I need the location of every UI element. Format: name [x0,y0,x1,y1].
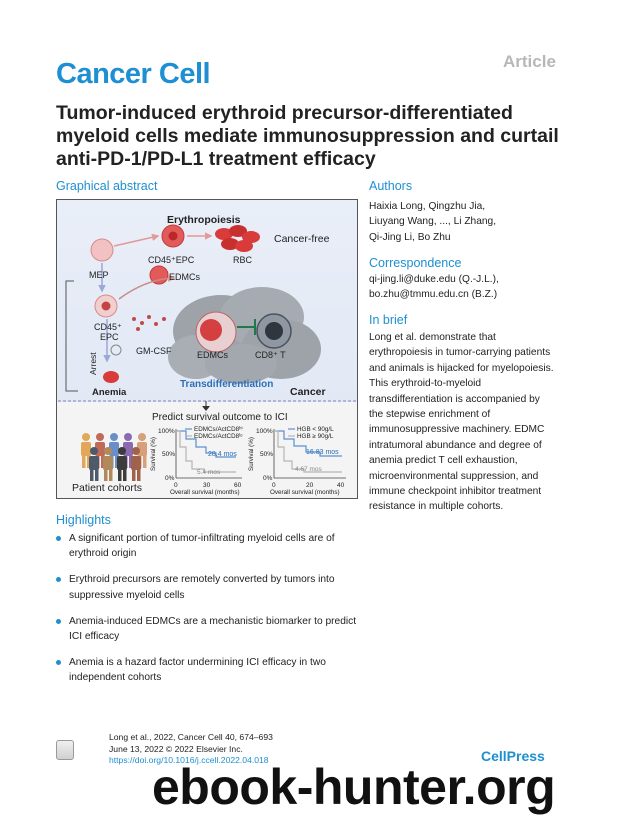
patient-cohorts-label: Patient cohorts [72,482,142,494]
check-for-updates-icon[interactable] [56,740,74,760]
highlight-item: Erythroid precursors are remotely conver… [56,572,366,602]
cd45-epc-label: CD45⁺EPC [148,255,195,265]
journal-title: Cancer Cell [56,58,211,90]
in-brief-line: erythropoiesis in tumor-carrying patient… [369,347,551,359]
in-brief-line: immunosuppressive machinery. EDMC [369,424,545,436]
plot1-median-1: 28.4 mos [208,451,237,458]
survival-plot-1: 100% 50% 0% 0 30 60 Overall survival (mo… [150,425,243,496]
in-brief-line: transdifferentiation is accompanied by [369,393,540,405]
plot2-xtick-20: 20 [306,482,314,489]
plot2-ytick-100: 100% [256,428,273,435]
edmcs-bottom-label: EDMCs [197,350,228,360]
cancer-free-label: Cancer-free [274,233,330,245]
arrest-clock-icon [110,344,122,356]
authors-line: Qi-Jing Li, Bo Zhu [369,231,451,243]
plot1-legend-2: EDMCs/ActCD8ˡᵒ [194,433,243,440]
paper-title: Tumor-induced erythroid precursor-differ… [56,102,559,170]
citation-date: June 13, 2022 © 2022 Elsevier Inc. [109,743,243,754]
plot2-legend-1: HGB < 90g/L [297,426,334,433]
highlights-heading: Highlights [56,513,111,527]
in-brief-line: immune checkpoint inhibitor treatment [369,486,542,498]
correspondence-email[interactable]: bo.zhu@tmmu.edu.cn (B.Z.) [369,289,498,301]
cancer-label: Cancer [290,386,326,398]
plot1-ylabel: Survival (%) [150,437,157,471]
cd45-left-label-2: EPC [100,332,119,342]
highlight-item: Anemia-induced EDMCs are a mechanistic b… [56,614,366,644]
plot1-xtick-30: 30 [203,482,211,489]
predict-label: Predict survival outcome to ICI [152,412,288,423]
citation-line: Long et al., 2022, Cancer Cell 40, 674–6… [109,732,273,742]
erythropoiesis-label: Erythropoiesis [167,214,241,226]
edmcs-top-label: EDMCs [169,272,200,282]
plot1-xtick-60: 60 [234,482,242,489]
in-brief-text: Long et al. demonstrate that erythropoie… [369,330,569,515]
in-brief-line: This erythroid-to-myeloid [369,378,482,390]
graphical-abstract-figure: Erythropoiesis Cancer-free CD45⁺EPC RBC … [58,214,356,496]
plot2-xtick-0: 0 [272,482,276,489]
feedback-arrow [65,280,78,392]
highlights-list: A significant portion of tumor-infiltrat… [56,531,366,697]
plot1-curve-high [176,430,236,458]
plot2-median-1: 16.83 mos [306,449,339,456]
plot1-xtick-0: 0 [174,482,178,489]
plot2-curve-high [274,430,342,457]
plot2-xtick-40: 40 [337,482,345,489]
correspondence-email[interactable]: qi-jing.li@duke.edu (Q.-J.L.), [369,274,499,285]
mep-cell-icon [90,238,114,262]
arrest-label: Arrest [88,352,98,375]
plot2-ylabel: Survival (%) [248,437,255,471]
in-brief-line: anemia predict T cell exhaustion, [369,455,518,467]
plot1-ytick-50: 50% [162,451,175,458]
in-brief-line: microenvironmental suppression, and [369,470,539,482]
highlight-item: A significant portion of tumor-infiltrat… [56,531,366,561]
in-brief-line: the stepwise enrichment of [369,409,491,421]
plot1-xlabel: Overall survival (months) [170,489,240,496]
cd8-t-label: CD8⁺ T [255,350,286,360]
in-brief-line: intratumoral abundance and degree of [369,439,542,451]
anemia-cell-icon [103,371,119,383]
authors-line: Haixia Long, Qingzhu Jia, [369,201,486,212]
citation-doi-link[interactable]: https://doi.org/10.1016/j.ccell.2022.04.… [109,755,269,766]
graphical-abstract-heading: Graphical abstract [56,179,158,193]
plot2-xlabel: Overall survival (months) [270,489,340,496]
cellpress-logo: CellPress [481,748,545,764]
plot1-ytick-0: 0% [165,475,175,482]
mep-label: MEP [89,270,109,280]
transdifferentiation-label: Transdifferentiation [180,379,273,390]
gm-csf-label: GM-CSF [136,346,172,356]
highlight-item: Anemia is a hazard factor undermining IC… [56,655,366,685]
plot1-curve-low [176,430,236,473]
cd45-left-label-1: CD45⁺ [94,322,122,332]
authors-heading: Authors [369,179,413,193]
rbc-label: RBC [233,255,253,265]
plot1-ytick-100: 100% [158,428,175,435]
rbc-cluster-icon [215,225,260,252]
anemia-label: Anemia [92,387,127,398]
article-tag: Article [503,52,556,71]
plot2-ytick-50: 50% [260,451,273,458]
plot1-median-2: 5.4 mos [197,469,221,476]
in-brief-line: and animals is hijacked for myelopoiesis… [369,362,554,374]
plot2-curve-low [274,430,342,473]
plot2-median-2: 4.67 mos [295,466,322,473]
tumor-mass [168,287,321,384]
watermark-text: ebook-hunter.org [152,759,556,815]
in-brief-line: Long et al. demonstrate that [369,332,496,343]
in-brief-line: resistance in multiple cohorts. [369,501,504,513]
patient-cohort-icons [81,433,147,481]
citation-block: Long et al., 2022, Cancer Cell 40, 674–6… [109,732,273,767]
correspondence-heading: Correspondence [369,256,462,270]
plot1-legend-1: EDMCs/ActCD8ʰⁱ [194,425,243,433]
plot2-legend-2: HGB ≥ 90g/L [297,433,334,440]
plot2-ytick-0: 0% [263,475,273,482]
in-brief-heading: In brief [369,313,408,327]
authors-line: Liuyang Wang, ..., Li Zhang, [369,216,497,228]
authors-list: Haixia Long, Qingzhu Jia, Liuyang Wang, … [369,199,569,245]
correspondence-list: qi-jing.li@duke.edu (Q.-J.L.), bo.zhu@tm… [369,272,579,303]
survival-plot-2: 100% 50% 0% 0 20 40 Overall survival (mo… [248,426,346,496]
gm-csf-dots [132,315,166,331]
